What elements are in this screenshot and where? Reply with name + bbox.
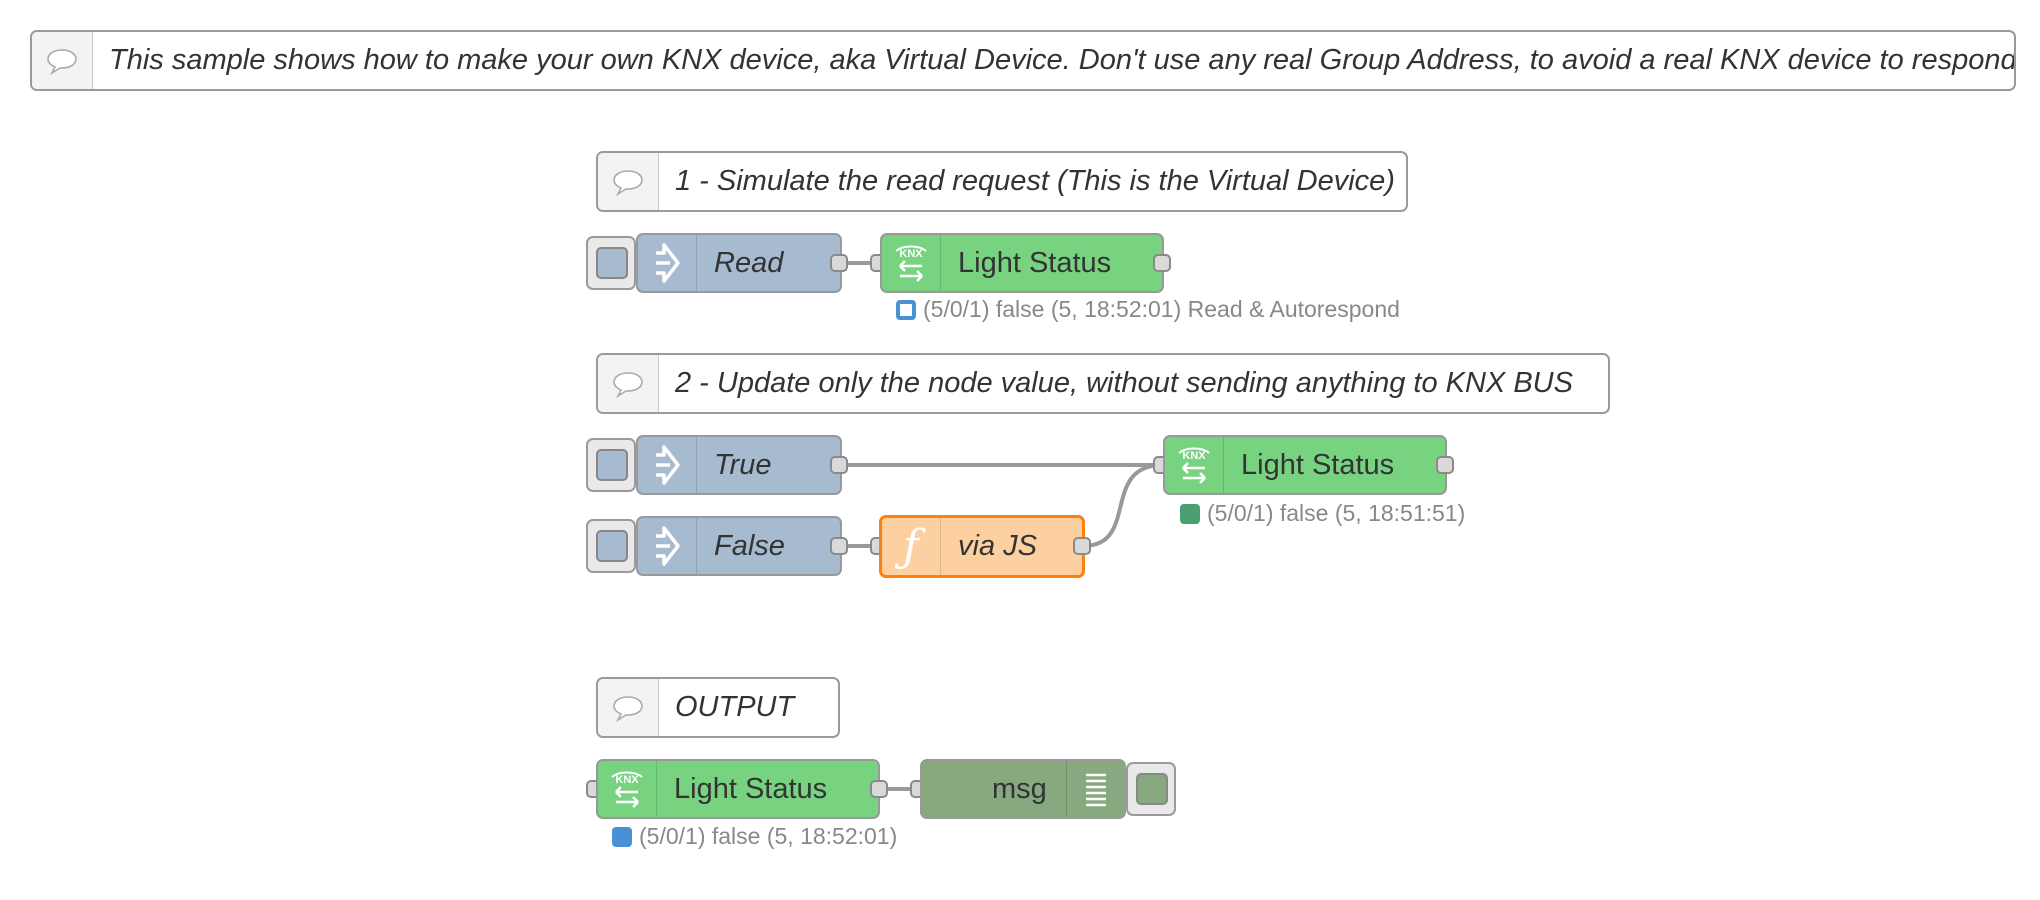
output-port[interactable]: [830, 254, 848, 272]
inject-trigger-icon: [596, 449, 628, 481]
inject-node-read[interactable]: Read: [636, 233, 842, 293]
inject-true-button[interactable]: [586, 438, 636, 492]
svg-text:KNX: KNX: [615, 774, 639, 786]
knx-arrows-icon: KNX: [598, 761, 657, 817]
knx-arrows-icon: KNX: [882, 235, 941, 291]
inject-trigger-icon: [596, 530, 628, 562]
inject-node-true[interactable]: True: [636, 435, 842, 495]
knx-node-light-status-2[interactable]: KNX Light Status: [1163, 435, 1447, 495]
knx-label: Light Status: [674, 772, 828, 805]
status-text: (5/0/1) false (5, 18:51:51): [1207, 500, 1466, 526]
knx-label: Light Status: [1241, 448, 1395, 481]
debug-label: msg: [992, 772, 1047, 805]
output-port[interactable]: [870, 780, 888, 798]
comment-intro[interactable]: This sample shows how to make your own K…: [30, 30, 2016, 91]
inject-label: Read: [714, 246, 784, 279]
output-port[interactable]: [830, 537, 848, 555]
comment-text: This sample shows how to make your own K…: [109, 44, 2016, 76]
comment-icon: [598, 355, 659, 412]
comment-text: OUTPUT: [675, 691, 795, 723]
inject-read-button[interactable]: [586, 236, 636, 290]
inject-arrow-icon: [638, 518, 697, 574]
inject-label: False: [714, 529, 785, 562]
knx-status-1: (5/0/1) false (5, 18:52:01) Read & Autor…: [896, 296, 1400, 323]
inject-false-button[interactable]: [586, 519, 636, 573]
comment-icon: [598, 679, 659, 736]
debug-toggle-icon: [1136, 773, 1168, 805]
knx-status-output: (5/0/1) false (5, 18:52:01): [612, 823, 897, 850]
inject-arrow-icon: [638, 437, 697, 493]
function-node-via-js[interactable]: ƒ via JS: [879, 515, 1085, 578]
comment-text: 1 - Simulate the read request (This is t…: [675, 165, 1395, 197]
knx-node-light-status-1[interactable]: KNX Light Status: [880, 233, 1164, 293]
inject-trigger-icon: [596, 247, 628, 279]
inject-node-false[interactable]: False: [636, 516, 842, 576]
knx-node-light-status-output[interactable]: KNX Light Status: [596, 759, 880, 819]
output-port[interactable]: [830, 456, 848, 474]
inject-arrow-icon: [638, 235, 697, 291]
debug-node-msg[interactable]: msg: [920, 759, 1126, 819]
knx-status-2: (5/0/1) false (5, 18:51:51): [1180, 500, 1465, 527]
function-label: via JS: [958, 530, 1037, 562]
status-text: (5/0/1) false (5, 18:52:01): [639, 823, 898, 849]
function-icon: ƒ: [882, 518, 941, 575]
status-dot-icon: [612, 826, 632, 847]
output-port[interactable]: [1153, 254, 1171, 272]
debug-toggle-button[interactable]: [1126, 762, 1176, 816]
inject-label: True: [714, 448, 772, 481]
comment-text: 2 - Update only the node value, without …: [675, 367, 1573, 399]
svg-text:KNX: KNX: [899, 248, 923, 260]
status-ring-icon: [896, 299, 916, 320]
knx-label: Light Status: [958, 246, 1112, 279]
status-dot-icon: [1180, 503, 1200, 524]
output-port[interactable]: [1073, 537, 1091, 555]
comment-output[interactable]: OUTPUT: [596, 677, 840, 738]
comment-section1[interactable]: 1 - Simulate the read request (This is t…: [596, 151, 1408, 212]
comment-icon: [598, 153, 659, 210]
output-port[interactable]: [1436, 456, 1454, 474]
comment-section2[interactable]: 2 - Update only the node value, without …: [596, 353, 1610, 414]
wire-function-to-knx: [1082, 463, 1164, 548]
svg-text:KNX: KNX: [1182, 450, 1206, 462]
status-text: (5/0/1) false (5, 18:52:01) Read & Autor…: [923, 296, 1400, 322]
comment-icon: [32, 32, 93, 89]
knx-arrows-icon: KNX: [1165, 437, 1224, 493]
debug-list-icon: [1066, 761, 1124, 817]
